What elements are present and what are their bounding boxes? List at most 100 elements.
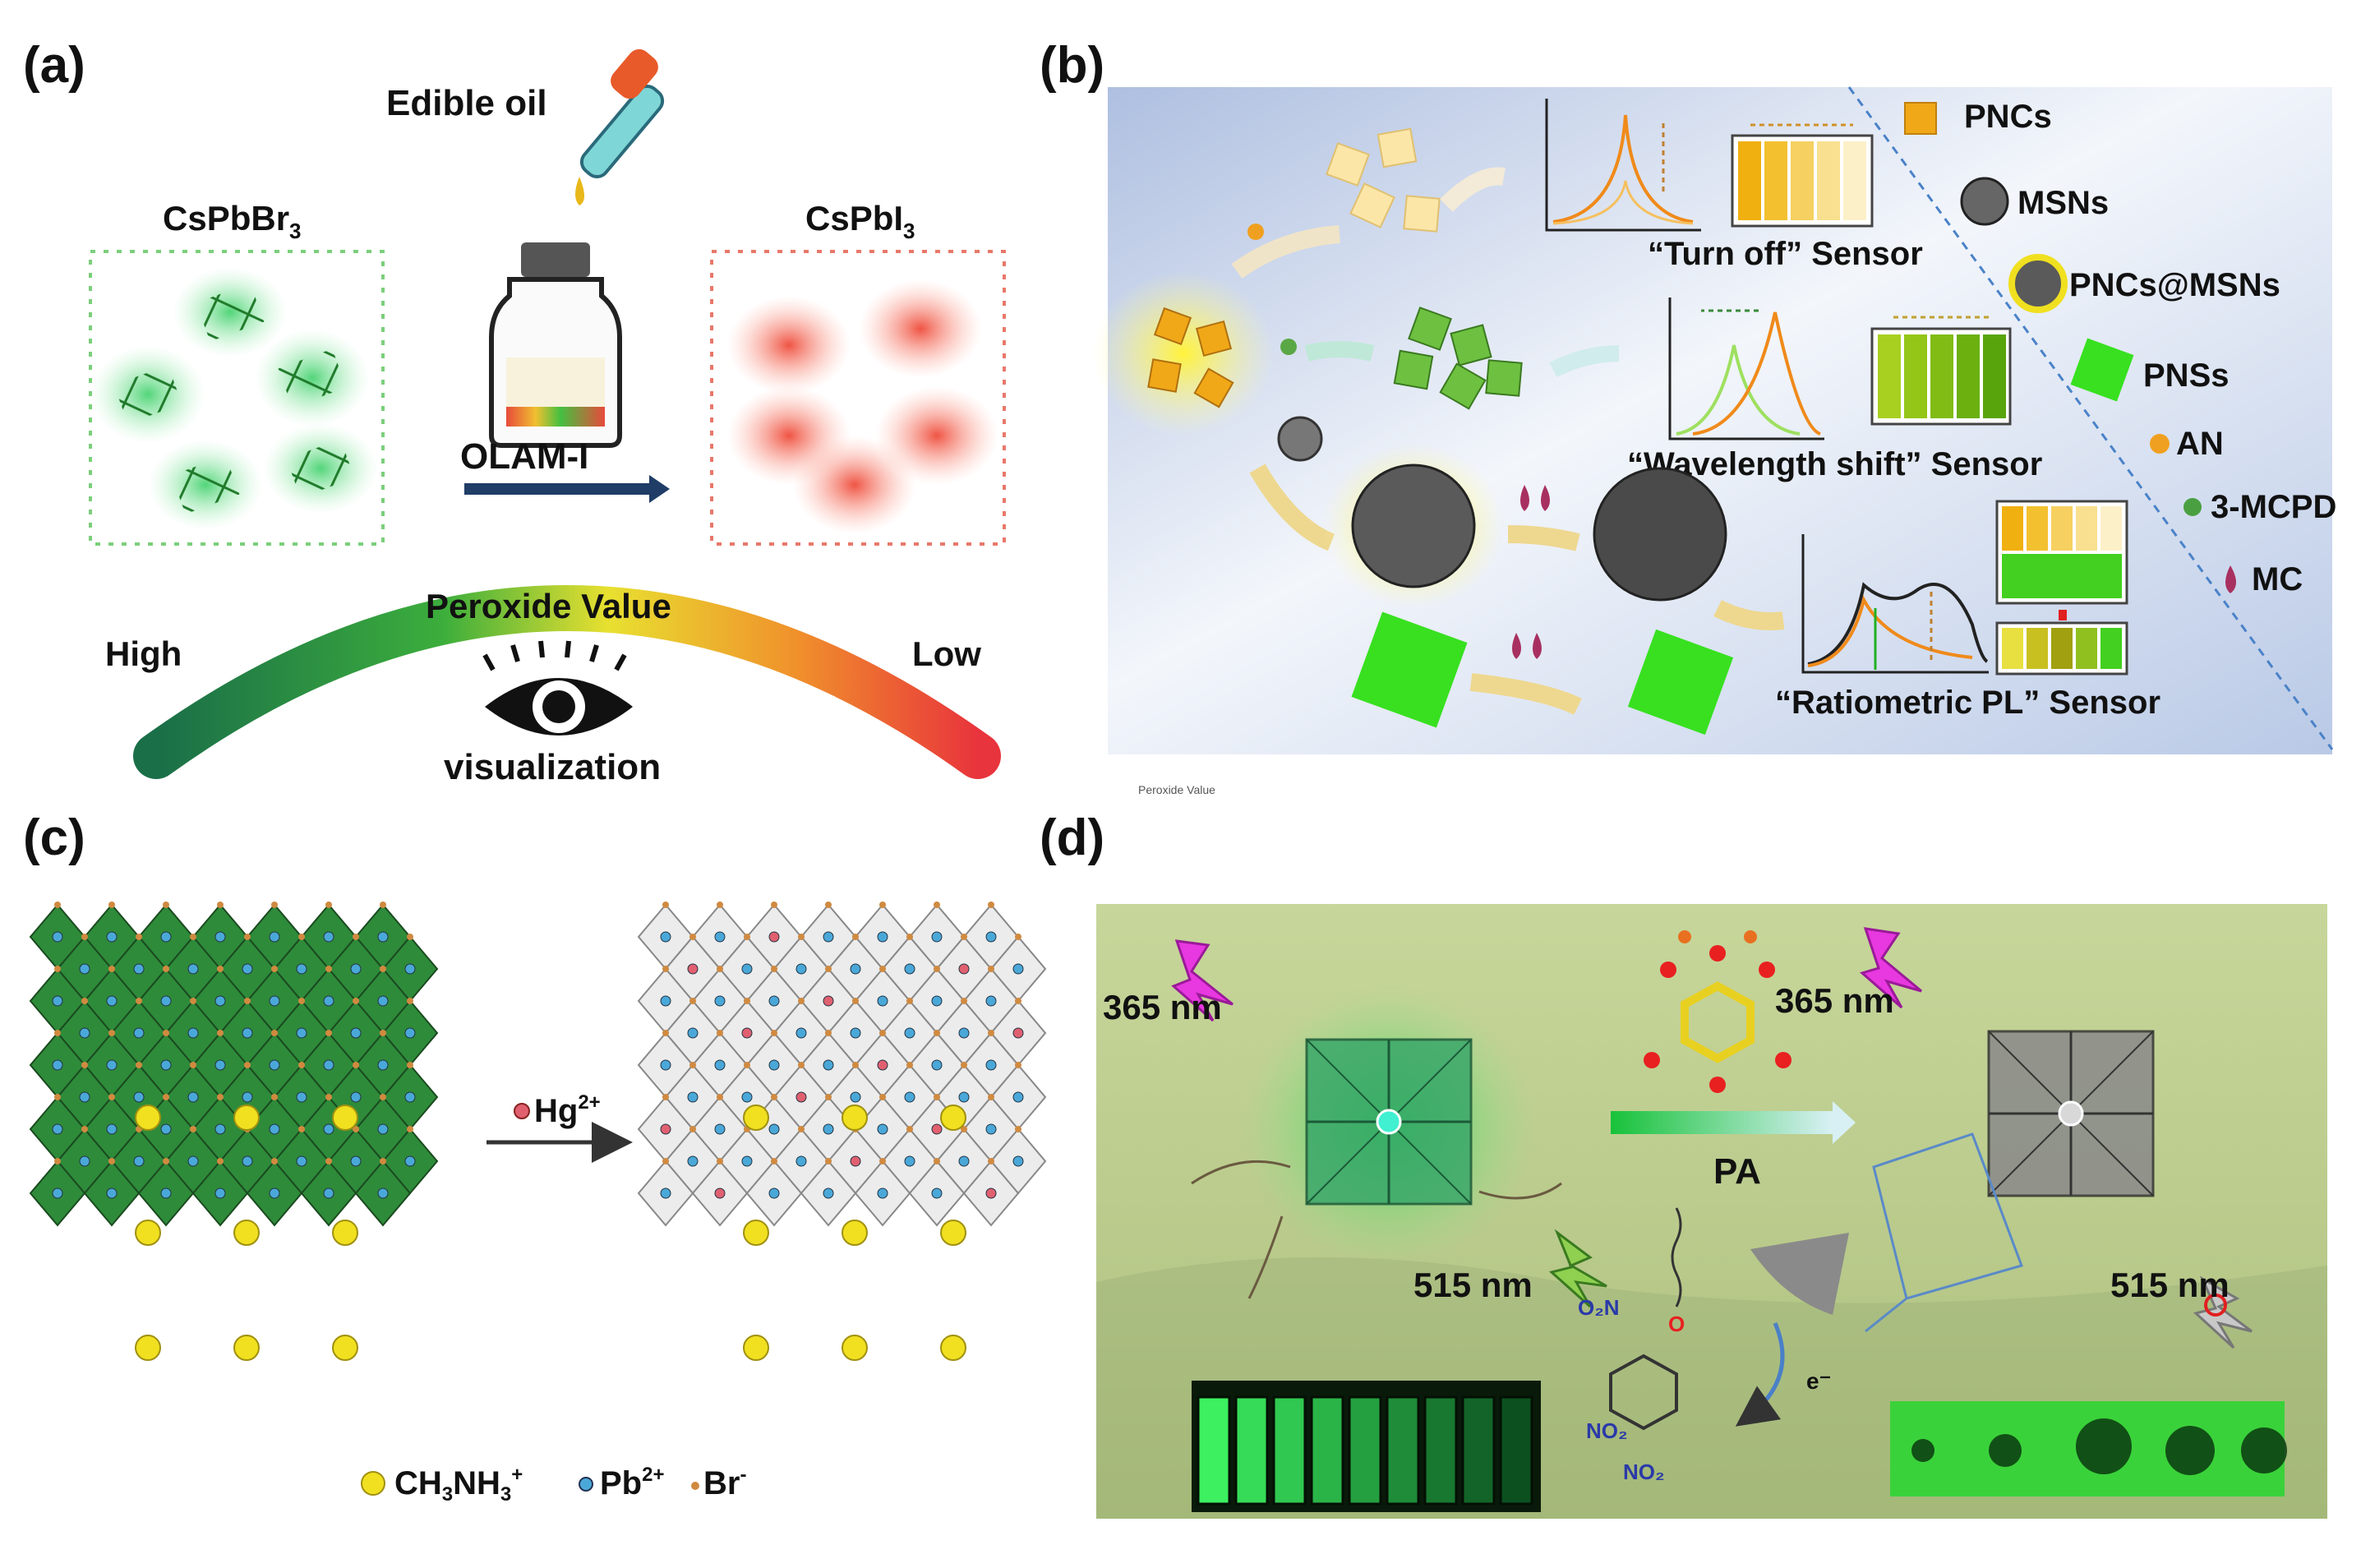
br-ion (906, 1062, 913, 1068)
br-ion (108, 1158, 115, 1164)
pb-ion (877, 1188, 888, 1199)
legend-pncs-msns: PNCs@MSNs (2069, 267, 2280, 303)
pb-ion (377, 995, 389, 1007)
cspbbr3-label: CsPbBr3 (163, 199, 302, 243)
pb-ion (269, 1188, 280, 1199)
br-ion (298, 998, 305, 1004)
pb-ion (269, 931, 280, 943)
pb-ion (187, 1155, 199, 1167)
electron-transfer-mechanism: O₂N NO₂ NO₂ O e⁻ (1578, 1207, 1849, 1484)
panel-b-divider (1847, 86, 2334, 750)
turn-off-color-bars (1731, 123, 1874, 228)
pb-ion (296, 963, 307, 975)
pb-ion (985, 931, 997, 943)
legend-lead: Pb2+ (600, 1464, 665, 1501)
perovskite-crystal-left (1305, 1038, 1473, 1206)
pb-ion (269, 1123, 280, 1135)
pb-ion (714, 1059, 726, 1071)
ma-cation (842, 1335, 868, 1361)
bromide-ion-icon (691, 1482, 699, 1490)
br-ion (54, 902, 61, 908)
br-ion (744, 998, 750, 1004)
pb-ion (404, 1091, 416, 1103)
panel-b: (b) (1040, 37, 2336, 796)
br-ion (54, 1158, 61, 1164)
br-ion (217, 1094, 224, 1100)
pb-ion (214, 1059, 226, 1071)
vial (1386, 1395, 1420, 1506)
pb-ion (931, 931, 943, 943)
br-ion (771, 966, 777, 972)
pb-ion (931, 1188, 943, 1199)
pb-ion (768, 995, 780, 1007)
lead-ion-icon (579, 1477, 593, 1492)
br-ion (54, 1030, 61, 1036)
pb-ion (214, 995, 226, 1007)
br-ion (689, 998, 696, 1004)
pb-ion (1012, 1091, 1024, 1103)
emission-right-label: 515 nm (2110, 1266, 2230, 1304)
hg-ion (985, 1188, 997, 1199)
pb-ion (79, 1155, 90, 1167)
pb-ion (741, 1091, 753, 1103)
pncs-msns-quenched (1593, 467, 1727, 602)
pb-ion (931, 995, 943, 1007)
ma-cation (743, 1220, 769, 1246)
an-sun-icon (1247, 224, 1264, 240)
br-ion (108, 1094, 115, 1100)
hg-ion (877, 1059, 888, 1071)
svg-text:O: O (1668, 1312, 1685, 1336)
dropper-icon (575, 48, 665, 205)
pb-ion (323, 1059, 334, 1071)
pb-ion (106, 995, 118, 1007)
pb-ion (768, 1059, 780, 1071)
br-ion (934, 966, 940, 972)
pb-ion (106, 1188, 118, 1199)
vial (1234, 1395, 1269, 1506)
br-ion (961, 998, 967, 1004)
br-ion (1015, 934, 1021, 940)
pb-ion (877, 995, 888, 1007)
legend-methylammonium: CH3NH3+ (394, 1464, 523, 1506)
br-ion (353, 1062, 359, 1068)
quenched-spot (2241, 1427, 2287, 1473)
pb-ion (133, 1155, 145, 1167)
an-legend-icon (2150, 434, 2170, 454)
vial-icon (489, 242, 622, 448)
pb-ion (323, 995, 334, 1007)
picric-acid-molecule (1644, 930, 1792, 1093)
panel-a-letter: (a) (23, 37, 85, 94)
pb-ion (823, 1059, 834, 1071)
legend-an: AN (2176, 426, 2224, 462)
pb-ion (242, 1091, 253, 1103)
pncs-msns-sphere (1351, 463, 1476, 588)
br-ion (1015, 1062, 1021, 1068)
pb-ion (214, 931, 226, 943)
pb-ion (242, 1027, 253, 1039)
pb-ion (823, 1123, 834, 1135)
br-ion (190, 934, 196, 940)
br-ion (988, 1094, 994, 1100)
br-ion (136, 934, 142, 940)
br-ion (934, 1158, 940, 1164)
no-emission-icon (2204, 1294, 2227, 1317)
br-ion (217, 902, 224, 908)
br-ion (988, 902, 994, 908)
wavelength-shift-spectrum (1668, 297, 1824, 440)
pb-ion (52, 1123, 63, 1135)
br-ion (825, 966, 832, 972)
br-ion (879, 1158, 886, 1164)
br-ion (934, 1030, 940, 1036)
svg-text:NO₂: NO₂ (1623, 1460, 1665, 1484)
svg-text:O₂N: O₂N (1578, 1295, 1620, 1320)
svg-text:NO₂: NO₂ (1586, 1418, 1628, 1443)
pb-ion (52, 1188, 63, 1199)
hg-ion (714, 1188, 726, 1199)
br-ion (353, 998, 359, 1004)
cspbi3-label: CsPbI3 (805, 199, 915, 243)
pb-ion (823, 931, 834, 943)
olam-label: OLAM-I (460, 436, 588, 477)
br-ion (662, 1030, 669, 1036)
pncs-quenched (1326, 127, 1441, 233)
br-ion (961, 934, 967, 940)
